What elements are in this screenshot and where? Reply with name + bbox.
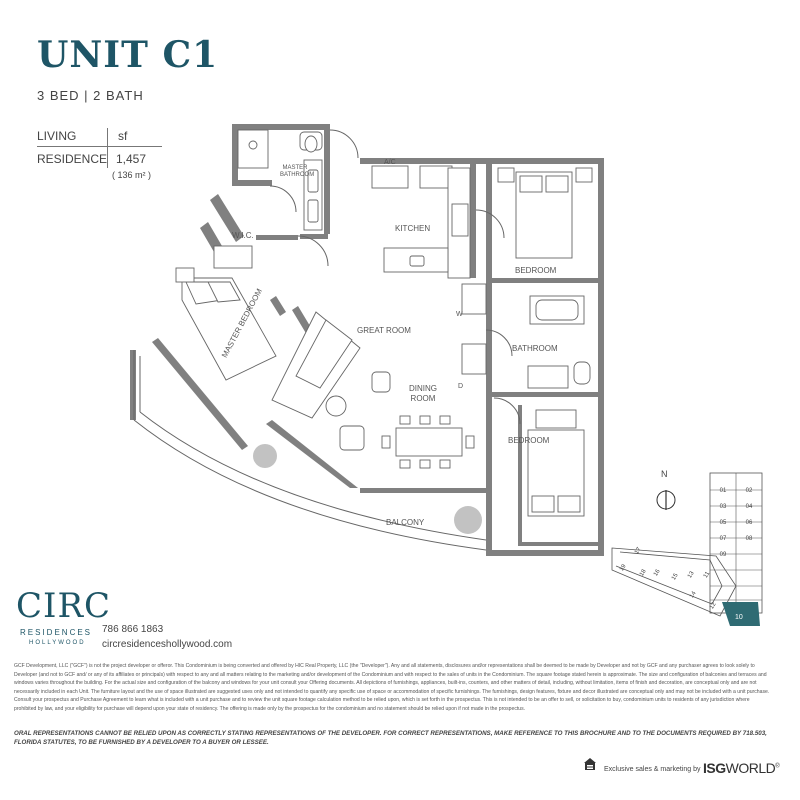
isg-logo-light: WORLD xyxy=(725,760,776,776)
dining-table xyxy=(381,415,475,469)
oral-representations-notice: ORAL REPRESENTATIONS CANNOT BE RELIED UP… xyxy=(14,730,767,746)
floor-plan xyxy=(130,124,604,556)
unit-label-08: 08 xyxy=(745,536,753,542)
unit-subtitle: 3 BED | 2 BATH xyxy=(37,88,144,103)
living-room-furniture xyxy=(271,311,391,451)
room-label-dryer: D xyxy=(458,383,464,390)
keyplan-right-units-col2: 02 04 06 08 xyxy=(737,483,761,547)
compass xyxy=(656,490,676,510)
room-label-bedroom-top: BEDROOM xyxy=(515,266,557,275)
legal-disclaimer: GCF Development, LLC ("GCF") is not the … xyxy=(14,663,770,712)
key-plan xyxy=(611,472,763,626)
area-header-unit: sf xyxy=(118,129,128,143)
bedroom-top-furniture xyxy=(497,167,593,259)
plant-icon xyxy=(253,444,482,534)
unit-title: UNIT C1 xyxy=(37,34,219,76)
unit-label-03: 03 xyxy=(719,504,727,510)
room-label-dining-line1: DINING xyxy=(409,384,437,393)
kitchen-fixtures xyxy=(371,165,471,279)
room-label-bedroom-bottom: BEDROOM xyxy=(508,436,550,445)
area-sf-value: 1,457 xyxy=(116,152,147,166)
selected-unit-highlight xyxy=(722,602,760,626)
brand-logo-hollywood: HOLLYWOOD xyxy=(29,640,86,646)
master-bathroom-fixtures xyxy=(237,129,323,231)
door-swings xyxy=(269,129,521,425)
room-label-great-room: GREAT ROOM xyxy=(357,326,411,335)
floor-plan-walls xyxy=(130,124,604,556)
room-label-dining: DINING ROOM xyxy=(408,384,438,404)
marketing-credit: Exclusive sales & marketing by xyxy=(604,766,701,773)
unit-label-07: 07 xyxy=(719,536,727,542)
area-sqm-value: ( 136 m² ) xyxy=(112,170,152,180)
unit-label-05: 05 xyxy=(719,520,727,526)
room-label-master-bathroom-line2: BATHROOM xyxy=(280,172,315,178)
master-bedroom-furniture xyxy=(175,245,277,381)
building-units xyxy=(710,473,762,613)
balcony-edge xyxy=(133,350,487,551)
bathroom-fixtures xyxy=(461,283,591,389)
keyplan-right-units-col1: 01 03 05 07 09 xyxy=(711,483,735,563)
registered-mark: ® xyxy=(775,763,780,770)
room-label-master-bathroom-line1: MASTER xyxy=(282,165,308,171)
room-label-ac: A/C xyxy=(384,159,396,166)
contact-website-link[interactable]: circresidenceshollywood.com xyxy=(102,639,233,650)
unit-label-01: 01 xyxy=(719,488,727,494)
north-label: N xyxy=(661,469,668,479)
area-row-label: RESIDENCE xyxy=(37,152,108,166)
room-label-dining-line2: ROOM xyxy=(410,394,436,403)
area-table-divider xyxy=(107,128,108,168)
brand-logo-residences: RESIDENCES xyxy=(20,628,93,637)
room-label-balcony: BALCONY xyxy=(386,518,425,527)
area-header-label: LIVING xyxy=(37,129,77,143)
brand-logo-wordmark: CIRC xyxy=(16,586,112,626)
unit-label-04: 04 xyxy=(745,504,753,510)
room-label-bathroom: BATHROOM xyxy=(512,344,558,353)
contact-phone[interactable]: 786 866 1863 xyxy=(102,624,164,635)
unit-label-02: 02 xyxy=(745,488,753,494)
room-label-master-bathroom: MASTER BATHROOM xyxy=(280,165,314,179)
room-label-kitchen: KITCHEN xyxy=(395,224,431,233)
isg-world-logo: ISGWORLD® xyxy=(703,760,780,776)
room-label-wic: W.I.C. xyxy=(232,231,254,240)
bedroom-bottom-furniture xyxy=(527,409,585,517)
room-label-washer: W xyxy=(456,311,463,318)
unit-label-10-selected: 10 xyxy=(735,614,743,621)
equal-housing-icon xyxy=(584,758,596,770)
unit-label-09: 09 xyxy=(719,552,727,558)
area-table-rule xyxy=(37,146,162,147)
unit-label-06: 06 xyxy=(745,520,753,526)
isg-logo-bold: ISG xyxy=(703,760,726,776)
